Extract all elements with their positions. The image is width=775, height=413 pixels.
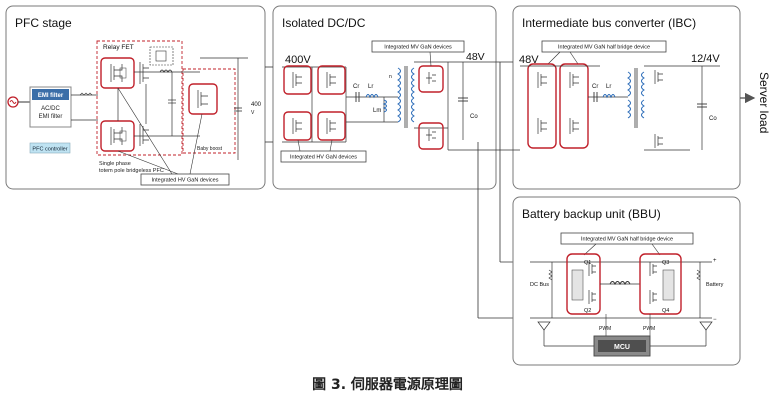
pfc-gan-label: Integrated HV GaN devices [152,178,219,184]
ibc-input-voltage: 48V [519,54,539,66]
dcdc-output-voltage: 48V [466,51,485,63]
bbu-gan-label: Integrated MV GaN half bridge device [581,237,673,243]
dcdc-panel: Isolated DC/DC 400V 48V Cr Lr [272,5,497,190]
ibc-gan-label: Integrated MV GaN half bridge device [558,45,650,51]
baby-boost-gan-switch [188,83,218,115]
dcdc-n-label: n [389,74,392,80]
bbu-half-bridge-right: Q3 Q4 [639,253,682,315]
bbu-title: Battery backup unit (BBU) [522,207,661,221]
bbu-q1: Q1 [584,260,591,266]
emi-filter-label: EMI filter [38,93,64,99]
topology-label-2: totem pole bridgeless PFC [99,168,164,174]
bbu-q3: Q3 [662,260,669,266]
dcdc-switch-s2 [317,65,346,95]
ibc-cr-label: Cr [592,84,598,90]
bbu-battery-label: Battery [706,282,724,288]
bus-wiring [265,61,530,319]
ibc-transformer [627,68,645,128]
figure-caption: 圖 3. 伺服器電源原理圖 [312,377,463,393]
ibc-lr-label: Lr [606,84,611,90]
bbu-q4: Q4 [662,308,669,314]
baby-boost-label: Baby boost [197,146,223,152]
bbu-mcu-block: MCU [593,335,651,357]
dcdc-gan-bottom-label-box: Integrated HV GaN devices [280,150,367,163]
dcdc-gan-top-label: Integrated MV GaN devices [384,45,452,51]
bbu-pwm-left: PWM [599,326,611,332]
dcdc-lm-label: Lm [373,108,381,114]
ibc-title: Intermediate bus converter (IBC) [522,16,696,30]
dcdc-switch-s3 [283,111,312,141]
dcdc-cr-label: Cr [353,84,359,90]
pfc-gan-switch-top [100,57,135,89]
emi-filter-block: EMI filter AC/DC EMI filter [29,86,72,128]
bbu-mcu-label: MCU [614,344,630,351]
ibc-half-bridge-left [527,63,557,149]
relay-fet-label: Relay FET [103,44,134,51]
pfc-gan-label-box: Integrated HV GaN devices [140,173,230,186]
bbu-gan-label-box: Integrated MV GaN half bridge device [560,232,694,245]
bbu-q2: Q2 [584,308,591,314]
ibc-co-label: Co [709,116,717,122]
dcdc-title: Isolated DC/DC [282,16,366,30]
bbu-dc-bus-label: DC Bus [530,282,549,288]
ibc-output-voltage: 12/4V [691,53,720,65]
dcdc-input-voltage: 400V [285,54,311,66]
svg-text:+: + [713,258,717,264]
ibc-gan-label-box: Integrated MV GaN half bridge device [541,40,667,53]
dcdc-gan-top-label-box: Integrated MV GaN devices [371,40,465,53]
pfc-title: PFC stage [15,16,72,30]
pfc-output-voltage: 400 [251,102,262,108]
dcdc-transformer [397,66,415,128]
ibc-panel: Intermediate bus converter (IBC) 48V 12/… [512,5,741,190]
acdc-label-2: EMI filter [39,114,63,120]
ibc-half-bridge-right [559,63,589,149]
svg-text:−: − [713,317,717,323]
dcdc-co-label: Co [470,114,478,120]
pfc-controller-block: PFC controller [29,142,71,154]
topology-label-1: Single phase [99,161,131,167]
pfc-slow-leg [139,62,149,146]
dcdc-secondary-switch-bottom [418,122,444,150]
server-load-label: Server load [757,72,771,133]
acdc-label-1: AC/DC [41,106,60,112]
dcdc-switch-s4 [317,111,346,141]
pfc-output-voltage-unit: V [251,110,255,116]
pfc-panel: PFC stage EMI filter AC/DC EMI filter PF… [5,5,266,190]
dcdc-gan-bottom-label: Integrated HV GaN devices [290,155,357,161]
pfc-controller-label: PFC controller [32,147,67,153]
bbu-panel: Battery backup unit (BBU) Integrated MV … [512,196,741,366]
dcdc-switch-s1 [283,65,312,95]
dcdc-lr-label: Lr [368,84,373,90]
bbu-pwm-right: PWM [643,326,655,332]
